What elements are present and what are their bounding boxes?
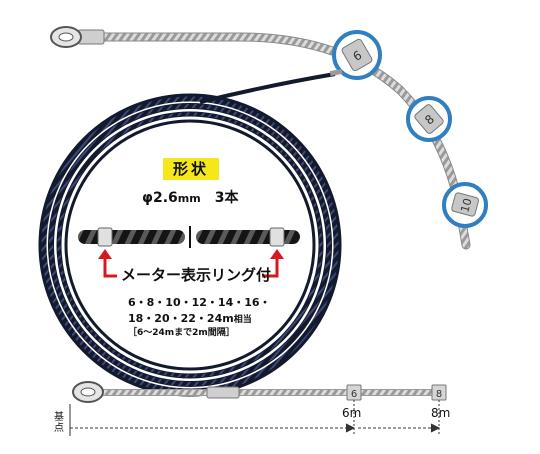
spec-line: φ2.6mm 3本 [142,187,238,207]
meter-ring-right [269,227,285,247]
twisted-wire-left [78,227,185,247]
bottom-cable [72,381,447,403]
bubble-marker-8: 8 [406,96,452,142]
wire-coil [38,68,343,397]
coil-tail [199,72,336,104]
bottom-marker-6-number: 6 [351,389,357,400]
bubble-marker-10: 10 [442,182,488,228]
bubble-marker-6: 6 [332,30,382,80]
ruler-label-6m: 6m [342,406,362,420]
svg-text:10: 10 [458,197,474,214]
measurement-ruler [69,400,441,436]
sizes-line-2-suffix: 相当 [233,315,252,325]
ruler-label-8m: 8m [431,406,451,420]
spec-unit: mm [177,192,201,205]
top-cable [50,26,471,250]
sizes-line-2: 18・20・22・24m相当 [128,310,252,326]
red-arrow-left [98,249,117,278]
bottom-cable-sleeve [206,386,240,399]
ring-label: メーター表示リング付 [121,266,272,284]
sizes-line-3: ［6〜24mまで2m間隔］ [128,328,235,338]
sizes-line-2-values: 18・20・22・24m [128,312,234,325]
spec-strands: 3本 [214,190,239,206]
ruler-origin-label: 基点 [54,412,64,434]
shape-badge: 形状 [163,158,219,180]
twisted-wire-right [196,227,300,247]
sizes-line-1: 6・8・10・12・14・16・ [128,296,271,309]
red-arrow-right [262,249,284,278]
bottom-marker-8-number: 8 [436,389,442,400]
meter-ring-left [97,227,113,247]
spec-diameter: φ2.6 [142,190,178,206]
